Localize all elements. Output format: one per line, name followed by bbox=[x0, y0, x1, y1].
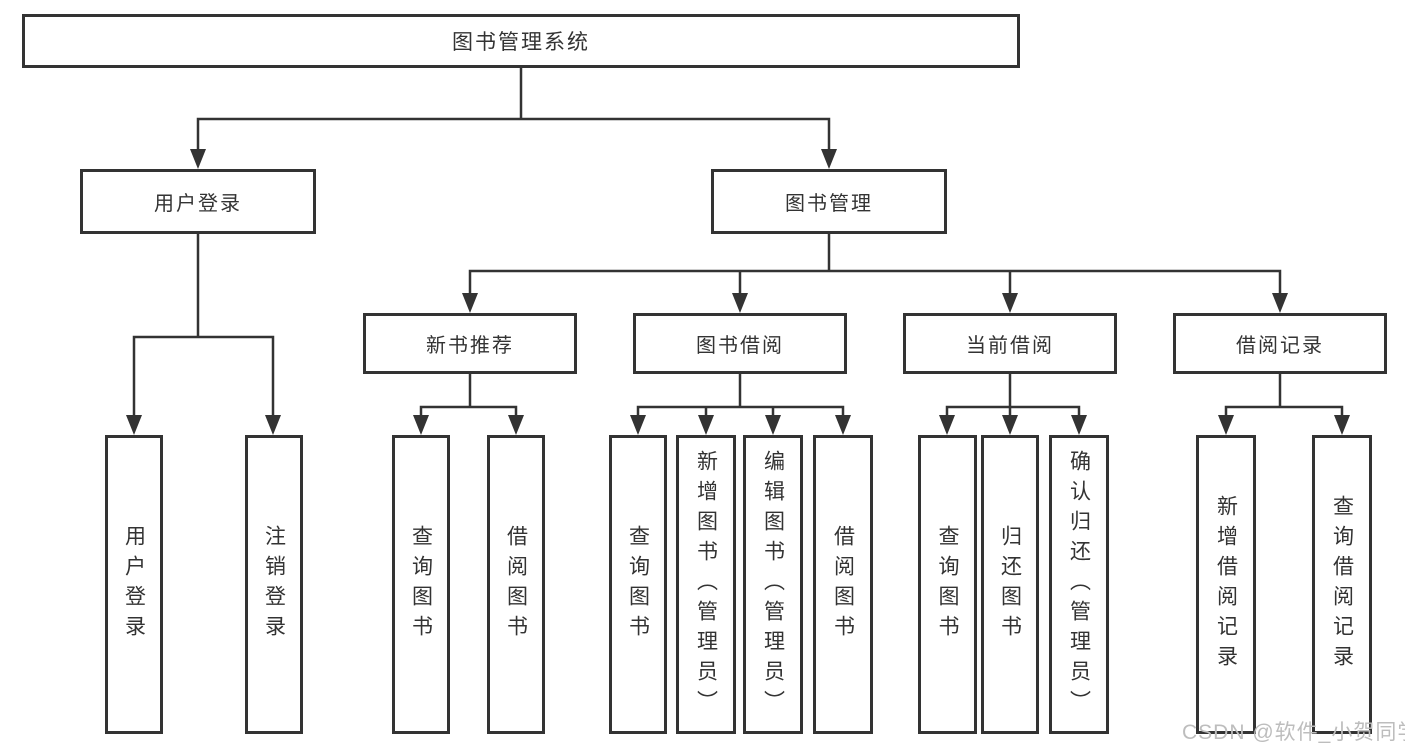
node-user-login: 用户登录 bbox=[80, 169, 316, 234]
node-records-add-record: 新增借阅记录 bbox=[1196, 435, 1256, 734]
node-label: 当前借阅 bbox=[966, 335, 1054, 357]
csdn-watermark: CSDN @软件_小贺同学 bbox=[1182, 721, 1405, 744]
node-label: 用户登录 bbox=[154, 193, 242, 215]
node-label: 编辑图书（管理员） bbox=[761, 449, 785, 720]
node-current-borrow: 当前借阅 bbox=[903, 313, 1117, 374]
node-label: 图书管理系统 bbox=[452, 31, 590, 54]
node-current-query-book: 查询图书 bbox=[918, 435, 977, 734]
node-records-query-record: 查询借阅记录 bbox=[1312, 435, 1372, 734]
node-login: 用户登录 bbox=[105, 435, 163, 734]
node-label: 查询图书 bbox=[936, 524, 959, 645]
connector-root-to-level2 bbox=[196, 66, 831, 153]
node-root: 图书管理系统 bbox=[22, 14, 1020, 68]
node-current-confirm-return-admin: 确认归还（管理员） bbox=[1049, 435, 1109, 734]
node-borrow-edit-book-admin: 编辑图书（管理员） bbox=[743, 435, 803, 734]
node-label: 借阅图书 bbox=[504, 524, 528, 645]
node-label: 新增借阅记录 bbox=[1214, 494, 1238, 675]
node-label: 图书管理 bbox=[785, 193, 873, 215]
node-label: 新增图书（管理员） bbox=[694, 449, 718, 720]
node-label: 用户登录 bbox=[122, 524, 146, 645]
node-label: 查询图书 bbox=[409, 524, 433, 645]
node-newrec-query-book: 查询图书 bbox=[392, 435, 450, 734]
connector-curborrow-to-children bbox=[945, 372, 1081, 419]
node-label: 注销登录 bbox=[262, 524, 286, 645]
connector-borrowrec-to-children bbox=[1224, 372, 1344, 419]
node-label: 查询图书 bbox=[626, 524, 650, 645]
node-label: 查询借阅记录 bbox=[1330, 494, 1354, 675]
node-borrow-borrow-book: 借阅图书 bbox=[813, 435, 873, 734]
node-label: 确认归还（管理员） bbox=[1067, 449, 1091, 720]
node-label: 图书借阅 bbox=[696, 335, 784, 357]
node-current-return-book: 归还图书 bbox=[981, 435, 1039, 734]
connector-bookmgmt-to-level3 bbox=[468, 232, 1282, 297]
node-label: 借阅记录 bbox=[1236, 335, 1324, 357]
node-label: 借阅图书 bbox=[831, 524, 855, 645]
node-newrec-borrow-book: 借阅图书 bbox=[487, 435, 545, 734]
node-logout: 注销登录 bbox=[245, 435, 303, 734]
node-new-book-recommend: 新书推荐 bbox=[363, 313, 577, 374]
node-borrow-query-book: 查询图书 bbox=[609, 435, 667, 734]
connector-bookborrow-to-children bbox=[636, 372, 845, 419]
node-label: 新书推荐 bbox=[426, 335, 514, 357]
connector-userlogin-to-children bbox=[132, 232, 275, 419]
node-label: 归还图书 bbox=[998, 524, 1022, 645]
node-borrow-add-book-admin: 新增图书（管理员） bbox=[676, 435, 736, 734]
connector-newrec-to-children bbox=[419, 372, 518, 419]
node-book-borrow: 图书借阅 bbox=[633, 313, 847, 374]
node-borrow-records: 借阅记录 bbox=[1173, 313, 1387, 374]
node-book-management: 图书管理 bbox=[711, 169, 947, 234]
